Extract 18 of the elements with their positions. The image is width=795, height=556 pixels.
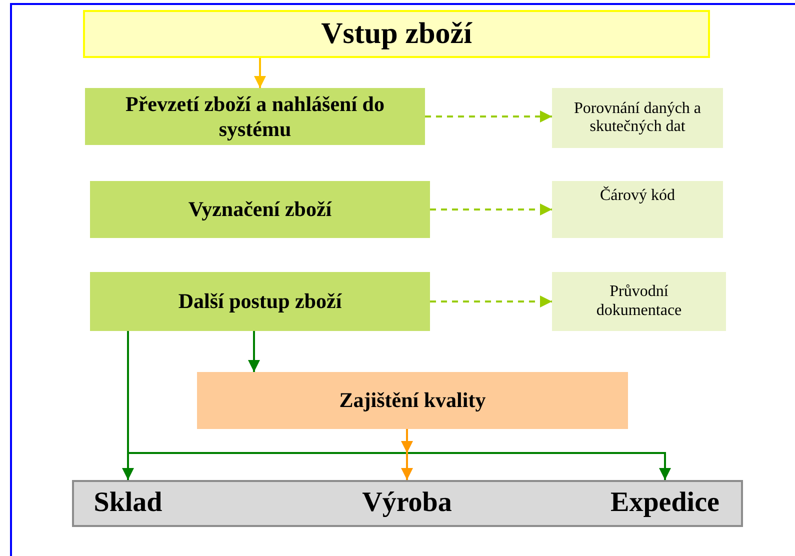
dashed-arrow	[430, 204, 552, 216]
note-box: Porovnání daných a skutečných dat	[552, 88, 723, 148]
dashed-arrow	[425, 110, 552, 122]
arrow	[254, 58, 266, 88]
title-box: Vstup zboží	[83, 10, 710, 58]
process-box: Další postup zboží	[90, 272, 430, 331]
process-box: Převzetí zboží a nahlášení do systému	[85, 88, 425, 145]
destination-bar	[72, 480, 743, 527]
arrow	[401, 429, 413, 480]
destination-label: Výroba	[352, 482, 462, 525]
process-box: Zajištění kvality	[197, 372, 628, 429]
note-box: Průvodní dokumentace	[552, 272, 726, 331]
destination-label: Sklad	[74, 482, 182, 525]
destination-label: Expedice	[595, 482, 735, 525]
dashed-arrow	[430, 296, 552, 308]
note-box: Čárový kód	[552, 181, 723, 238]
process-box: Vyznačení zboží	[90, 181, 430, 238]
arrow	[248, 331, 260, 372]
